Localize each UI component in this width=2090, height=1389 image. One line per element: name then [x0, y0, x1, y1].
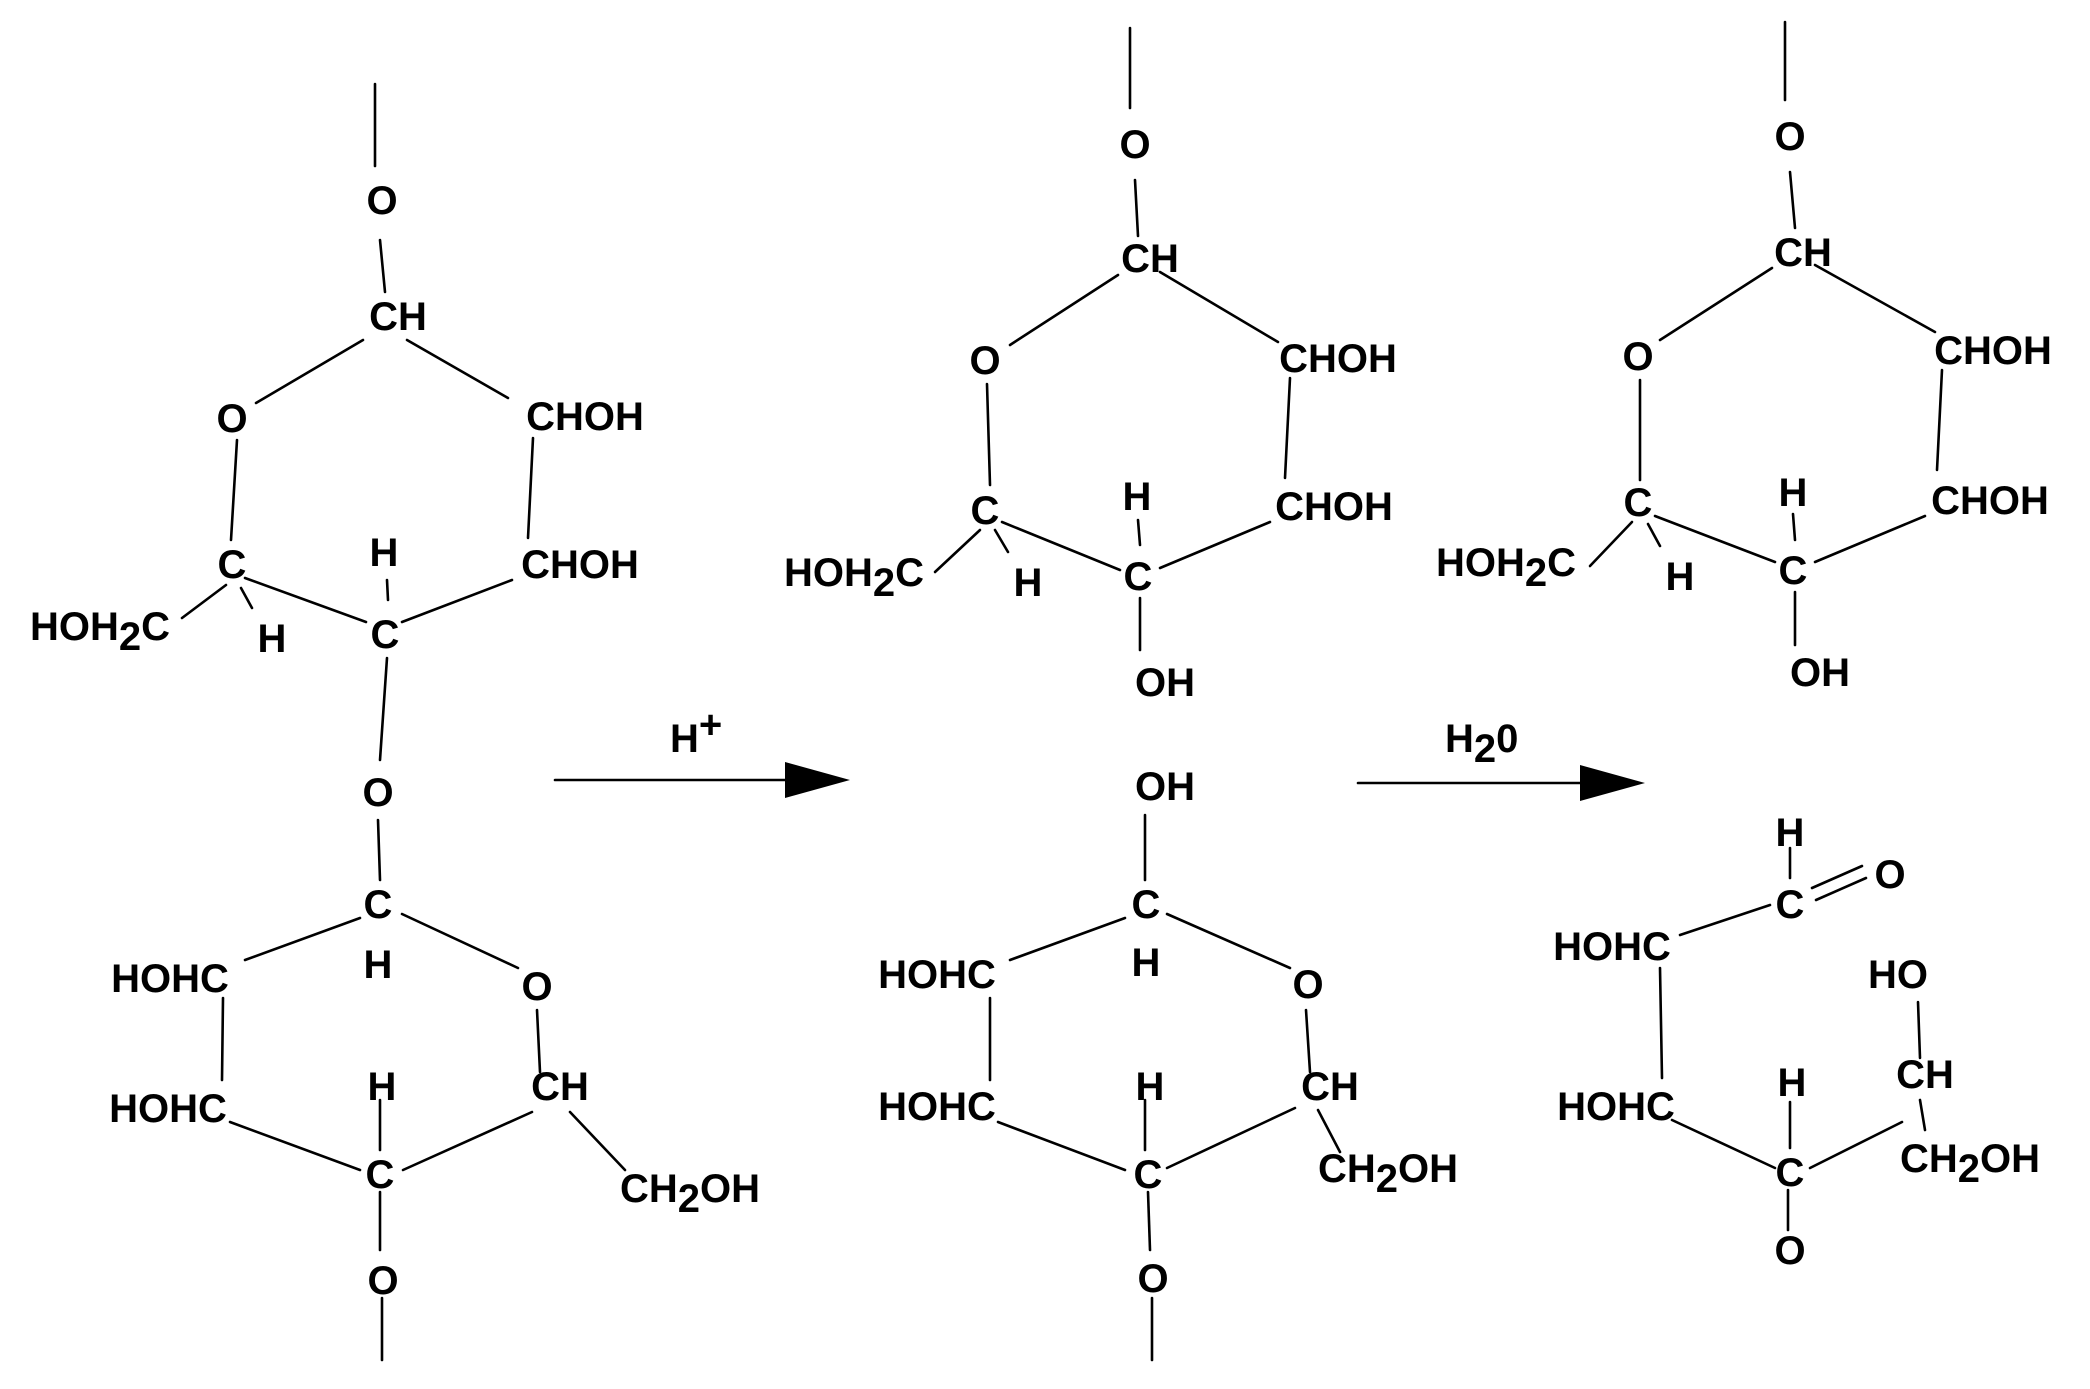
c5-label: C — [971, 489, 1000, 533]
hydroxymethyl-label: HOH2C — [1436, 541, 1576, 595]
product-open-chain: H C O HOHC HOHC H C O HO CH CH2OH — [1553, 811, 2040, 1273]
arrowhead-icon — [1580, 765, 1645, 801]
c4-label: C — [1124, 555, 1153, 599]
ring-o-label: O — [1292, 963, 1323, 1007]
hydroxyl-label: HO — [1868, 953, 1928, 997]
h-label: H — [1136, 1065, 1165, 1109]
glycosidic-o-label: O — [367, 1259, 398, 1303]
hydroxyl-label: OH — [1135, 765, 1195, 809]
anomeric-c-label: C — [364, 883, 393, 927]
choh-label: CHOH — [521, 543, 639, 587]
anomeric-c-label: C — [1132, 883, 1161, 927]
c5-label: C — [218, 543, 247, 587]
reaction-arrow-acid: H+ — [553, 703, 850, 798]
h-label: H — [370, 531, 399, 575]
glycosidic-o-label: O — [366, 179, 397, 223]
h-label: H — [364, 943, 393, 987]
arrowhead-icon — [785, 762, 850, 798]
intermediate-top-ring: O CH O CHOH CHOH H C HOH2C H C OH — [784, 26, 1397, 705]
c4-label: C — [1776, 1151, 1805, 1195]
c4-label: C — [1779, 549, 1808, 593]
ring-o-label: O — [216, 397, 247, 441]
h-label: H — [1014, 561, 1043, 605]
hydroxymethyl-label: HOH2C — [784, 551, 924, 605]
h-label: H — [1776, 811, 1805, 855]
choh-label: CHOH — [1275, 485, 1393, 529]
choh-label: CHOH — [1931, 479, 2049, 523]
choh-label: CHOH — [526, 395, 644, 439]
anomeric-ch-label: CH — [1121, 237, 1179, 281]
hohc-label: HOHC — [878, 953, 996, 997]
hohc-label: HOHC — [109, 1087, 227, 1131]
ring-o-label: O — [521, 965, 552, 1009]
hydroxyl-label: OH — [1790, 651, 1850, 695]
ch-label: CH — [531, 1065, 589, 1109]
hohc-label: HOHC — [1557, 1085, 1675, 1129]
h-label: H — [368, 1065, 397, 1109]
hydroxymethyl-label: CH2OH — [620, 1167, 760, 1221]
h-label: H — [1778, 1061, 1807, 1105]
reactant-bottom-ring: C H O HOHC HOHC H CH C CH2OH O — [109, 818, 760, 1362]
choh-label: CHOH — [1279, 337, 1397, 381]
c4-label: C — [1134, 1153, 1163, 1197]
hydroxymethyl-label: CH2OH — [1318, 1147, 1458, 1201]
hydroxyl-label: OH — [1135, 661, 1195, 705]
anomeric-ch-label: CH — [369, 295, 427, 339]
glycosidic-o-label: O — [1137, 1257, 1168, 1301]
h-label: H — [1666, 555, 1695, 599]
hohc-label: HOHC — [878, 1085, 996, 1129]
reaction-arrow-water: H20 — [1356, 717, 1645, 801]
glycosidic-o-label: O — [1774, 115, 1805, 159]
hydroxymethyl-label: HOH2C — [30, 605, 170, 659]
arrow-label-water: H20 — [1445, 717, 1518, 771]
ring-o-label: O — [1774, 1229, 1805, 1273]
ch-label: CH — [1896, 1053, 1954, 1097]
ch-label: CH — [1301, 1065, 1359, 1109]
hohc-label: HOHC — [1553, 925, 1671, 969]
ring-o-label: O — [1622, 335, 1653, 379]
anomeric-ch-label: CH — [1774, 231, 1832, 275]
reactant-top-ring: O CH O CHOH CHOH H C HOH2C H C O — [30, 82, 644, 815]
hydroxymethyl-label: CH2OH — [1900, 1137, 2040, 1191]
c5-label: C — [1624, 481, 1653, 525]
h-label: H — [1779, 471, 1808, 515]
aldehyde-o-label: O — [1874, 853, 1905, 897]
glycosidic-link-o-label: O — [362, 771, 393, 815]
aldehyde-c-label: C — [1776, 883, 1805, 927]
ring-o-label: O — [969, 339, 1000, 383]
h-label: H — [258, 617, 287, 661]
c4-label: C — [371, 613, 400, 657]
intermediate-bottom-ring: OH C H O HOHC HOHC H CH C CH2OH O — [878, 765, 1458, 1362]
glycosidic-o-label: O — [1119, 123, 1150, 167]
c4-label: C — [366, 1153, 395, 1197]
hohc-label: HOHC — [111, 957, 229, 1001]
choh-label: CHOH — [1934, 329, 2052, 373]
arrow-label-acid: H+ — [670, 703, 722, 761]
product-top-ring: O CH O CHOH CHOH H C HOH2C H C OH — [1436, 20, 2052, 695]
h-label: H — [1132, 941, 1161, 985]
h-label: H — [1123, 475, 1152, 519]
